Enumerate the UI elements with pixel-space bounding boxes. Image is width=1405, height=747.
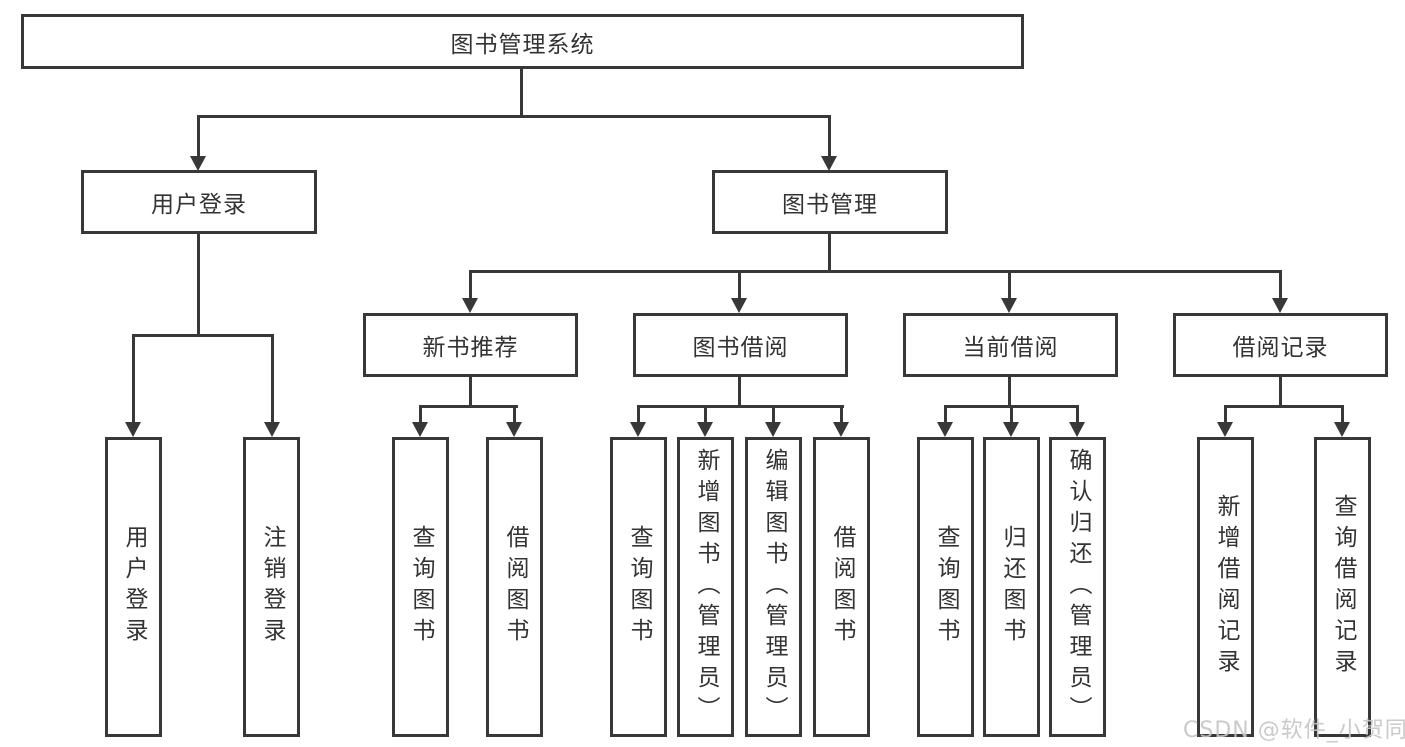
leaf-borrow-book: 借阅图书 bbox=[813, 437, 870, 737]
node-new-book-recommend: 新书推荐 bbox=[363, 313, 578, 377]
arrowhead-down-icon bbox=[1334, 422, 1350, 437]
node-label: 图书管理系统 bbox=[450, 31, 595, 58]
leaf-label: 确认归还（管理员） bbox=[1065, 447, 1091, 727]
arrowhead-down-icon bbox=[506, 422, 522, 437]
leaf-label: 查询图书 bbox=[408, 525, 434, 649]
leaf-borrow-book: 借阅图书 bbox=[486, 437, 543, 737]
node-book-management: 图书管理 bbox=[712, 170, 948, 234]
leaf-label: 查询图书 bbox=[933, 525, 959, 649]
arrowhead-down-icon bbox=[630, 422, 646, 437]
connector-line bbox=[738, 270, 741, 299]
arrowhead-down-icon bbox=[697, 422, 713, 437]
connector-line bbox=[704, 405, 707, 424]
connector-line bbox=[1279, 270, 1282, 299]
leaf-label: 归还图书 bbox=[999, 525, 1025, 649]
connector-line bbox=[1279, 377, 1282, 408]
arrowhead-down-icon bbox=[765, 422, 781, 437]
leaf-query-book: 查询图书 bbox=[392, 437, 449, 737]
connector-line bbox=[469, 270, 1282, 273]
leaf-query-book: 查询图书 bbox=[917, 437, 974, 737]
leaf-label: 新增图书（管理员） bbox=[693, 447, 719, 727]
node-label: 借阅记录 bbox=[1232, 335, 1329, 361]
connector-line bbox=[944, 405, 947, 424]
connector-line bbox=[520, 69, 523, 117]
leaf-query-borrow-record: 查询借阅记录 bbox=[1314, 437, 1371, 737]
leaf-user-login: 用户登录 bbox=[105, 437, 162, 737]
arrowhead-down-icon bbox=[833, 422, 849, 437]
connector-line bbox=[840, 405, 843, 424]
node-label: 图书借阅 bbox=[692, 335, 789, 361]
connector-line bbox=[738, 377, 741, 408]
connector-line bbox=[1008, 270, 1011, 299]
leaf-return-book: 归还图书 bbox=[983, 437, 1040, 737]
leaf-label: 编辑图书（管理员） bbox=[761, 447, 787, 727]
connector-line bbox=[197, 234, 200, 337]
node-user-login: 用户登录 bbox=[81, 170, 317, 234]
connector-line bbox=[637, 405, 640, 424]
connector-line bbox=[419, 405, 422, 424]
arrowhead-down-icon bbox=[462, 298, 478, 313]
arrowhead-down-icon bbox=[731, 298, 747, 313]
node-current-borrow: 当前借阅 bbox=[903, 313, 1118, 377]
node-label: 新书推荐 bbox=[422, 335, 519, 361]
connector-line bbox=[197, 115, 200, 157]
arrowhead-down-icon bbox=[821, 156, 837, 171]
leaf-query-book: 查询图书 bbox=[610, 437, 667, 737]
leaf-confirm-return-admin: 确认归还（管理员） bbox=[1049, 437, 1106, 737]
node-book-borrow: 图书借阅 bbox=[633, 313, 848, 377]
connector-line bbox=[637, 405, 844, 408]
arrowhead-down-icon bbox=[1001, 298, 1017, 313]
leaf-logout: 注销登录 bbox=[243, 437, 300, 737]
node-label: 当前借阅 bbox=[962, 335, 1059, 361]
connector-line bbox=[828, 233, 831, 273]
connector-line bbox=[271, 334, 274, 423]
node-label: 用户登录 bbox=[151, 192, 247, 218]
arrowhead-down-icon bbox=[1272, 298, 1288, 313]
connector-line bbox=[1076, 405, 1079, 424]
node-label: 图书管理 bbox=[782, 192, 878, 218]
leaf-label: 新增借阅记录 bbox=[1213, 494, 1239, 680]
leaf-label: 查询图书 bbox=[626, 525, 652, 649]
connector-line bbox=[1224, 405, 1227, 424]
arrowhead-down-icon bbox=[1003, 422, 1019, 437]
leaf-add-borrow-record: 新增借阅记录 bbox=[1197, 437, 1254, 737]
connector-line bbox=[197, 115, 831, 118]
connector-line bbox=[132, 334, 135, 423]
arrowhead-down-icon bbox=[264, 422, 280, 437]
connector-line bbox=[1224, 405, 1344, 408]
connector-line bbox=[772, 405, 775, 424]
csdn-watermark: CSDN @软件_小贺同学 bbox=[1183, 718, 1405, 743]
arrowhead-down-icon bbox=[937, 422, 953, 437]
leaf-label: 借阅图书 bbox=[829, 525, 855, 649]
leaf-label: 用户登录 bbox=[121, 525, 147, 649]
connector-line bbox=[419, 405, 518, 408]
leaf-label: 注销登录 bbox=[259, 525, 285, 649]
connector-line bbox=[132, 334, 274, 337]
leaf-add-book-admin: 新增图书（管理员） bbox=[677, 437, 734, 737]
leaf-label: 查询借阅记录 bbox=[1330, 494, 1356, 680]
connector-line bbox=[469, 270, 472, 299]
leaf-label: 借阅图书 bbox=[502, 525, 528, 649]
connector-line bbox=[828, 115, 831, 157]
arrowhead-down-icon bbox=[125, 422, 141, 437]
connector-line bbox=[1341, 405, 1344, 424]
arrowhead-down-icon bbox=[1217, 422, 1233, 437]
node-root: 图书管理系统 bbox=[21, 14, 1024, 69]
connector-line bbox=[513, 405, 516, 424]
arrowhead-down-icon bbox=[412, 422, 428, 437]
arrowhead-down-icon bbox=[190, 156, 206, 171]
leaf-edit-book-admin: 编辑图书（管理员） bbox=[745, 437, 802, 737]
connector-line bbox=[469, 377, 472, 408]
connector-line bbox=[1008, 377, 1011, 408]
arrowhead-down-icon bbox=[1069, 422, 1085, 437]
connector-line bbox=[1010, 405, 1013, 424]
node-borrow-record: 借阅记录 bbox=[1173, 313, 1388, 377]
